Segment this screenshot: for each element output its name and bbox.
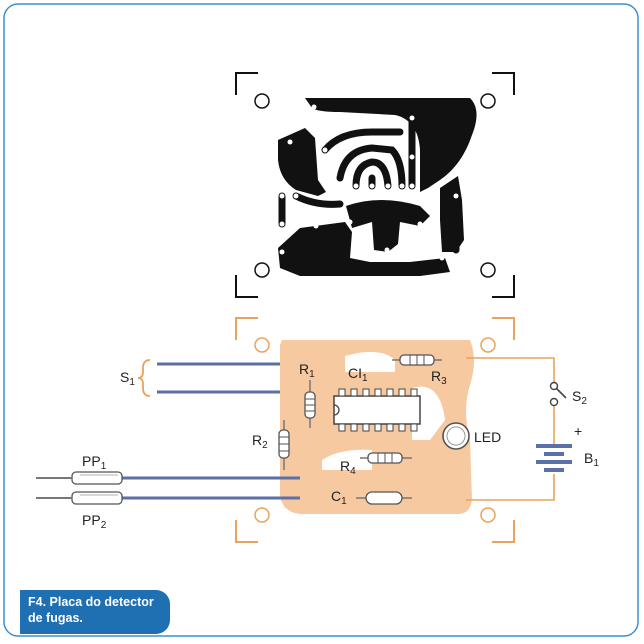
label-r2: R2 — [252, 432, 268, 451]
corner-mark — [235, 275, 258, 298]
copper-pad-bottom — [278, 222, 450, 276]
ic-ci1 — [333, 388, 421, 432]
component-layout — [36, 317, 572, 543]
mount-hole — [254, 262, 270, 278]
mount-hole — [480, 262, 496, 278]
label-pp2: PP2 — [82, 512, 107, 531]
pad-hole — [399, 183, 405, 189]
pad-hole — [353, 114, 359, 120]
capacitor-c1 — [356, 491, 412, 505]
mount-hole — [480, 93, 496, 109]
resistor-r3 — [392, 354, 442, 366]
pad-hole — [439, 255, 445, 261]
board-void — [345, 351, 395, 372]
mount-hole — [254, 507, 270, 523]
label-r1: R1 — [299, 361, 315, 380]
label-s1: S1 — [120, 369, 135, 388]
pad-hole — [279, 193, 285, 199]
pad-hole — [337, 183, 343, 189]
copper-layout — [235, 72, 515, 298]
corner-mark — [492, 275, 515, 298]
label-ci1: CI1 — [348, 365, 368, 384]
corner-mark — [235, 520, 258, 543]
wire-from-b1 — [466, 474, 555, 501]
figure-frame — [3, 3, 639, 637]
pad-hole — [369, 183, 375, 189]
pad-hole — [409, 154, 415, 160]
resistor-r2 — [278, 420, 290, 470]
board-void — [322, 449, 372, 470]
pad-hole — [393, 115, 399, 121]
wire-to-s2 — [466, 357, 555, 384]
pad-hole — [293, 193, 299, 199]
copper-trace — [352, 158, 392, 190]
pad-hole — [409, 115, 415, 121]
copper-pad-center — [346, 200, 430, 252]
caption-line-1: F4. Placa do detector — [28, 595, 154, 609]
pad-hole — [385, 183, 391, 189]
pad-hole — [463, 255, 469, 261]
copper-pad-right — [440, 176, 464, 252]
copper-pad-top — [305, 98, 477, 192]
label-c1: C1 — [331, 488, 347, 507]
pad-hole — [287, 139, 293, 145]
label-r3: R3 — [431, 368, 447, 387]
caption-line-2: de fugas. — [28, 611, 83, 625]
pad-hole — [313, 223, 319, 229]
battery-b1 — [536, 444, 572, 472]
mount-hole — [254, 337, 270, 353]
s1-brace — [137, 359, 151, 397]
pad-hole — [453, 193, 459, 199]
mount-hole — [480, 507, 496, 523]
pad-hole — [311, 104, 317, 110]
pad-hole — [279, 221, 285, 227]
resistor-r4 — [360, 452, 412, 464]
mount-hole — [480, 337, 496, 353]
label-pp1: PP1 — [82, 453, 107, 472]
copper-trace — [321, 128, 404, 154]
pad-hole — [453, 170, 459, 176]
component-labels: S1 R1 CI1 R3 S2 R2 LED + B1 PP1 R4 C1 PP… — [82, 361, 599, 531]
pad-hole — [417, 221, 423, 227]
figure-caption: F4. Placa do detector de fugas. — [20, 590, 170, 634]
corner-mark — [235, 72, 258, 95]
label-r4: R4 — [340, 458, 356, 477]
pad-hole — [409, 183, 415, 189]
copper-trace — [336, 144, 406, 190]
pad-hole — [322, 147, 328, 153]
copper-pad-left — [278, 128, 326, 196]
label-led: LED — [474, 429, 501, 445]
corner-mark — [492, 317, 515, 340]
pad-hole — [384, 247, 390, 253]
corner-mark — [235, 317, 258, 340]
switch-s2 — [549, 381, 567, 407]
corner-mark — [492, 520, 515, 543]
probe-pp1 — [36, 471, 123, 485]
probe-pp2 — [36, 491, 123, 505]
pad-hole — [353, 183, 359, 189]
pad-hole — [279, 249, 285, 255]
label-b1: B1 — [584, 450, 599, 469]
pad-hole — [347, 219, 353, 225]
corner-mark — [492, 72, 515, 95]
led — [442, 422, 470, 450]
resistor-r1 — [304, 380, 316, 428]
label-plus: + — [574, 423, 582, 439]
copper-trace — [292, 192, 344, 208]
mount-hole — [254, 93, 270, 109]
label-s2: S2 — [572, 388, 587, 407]
